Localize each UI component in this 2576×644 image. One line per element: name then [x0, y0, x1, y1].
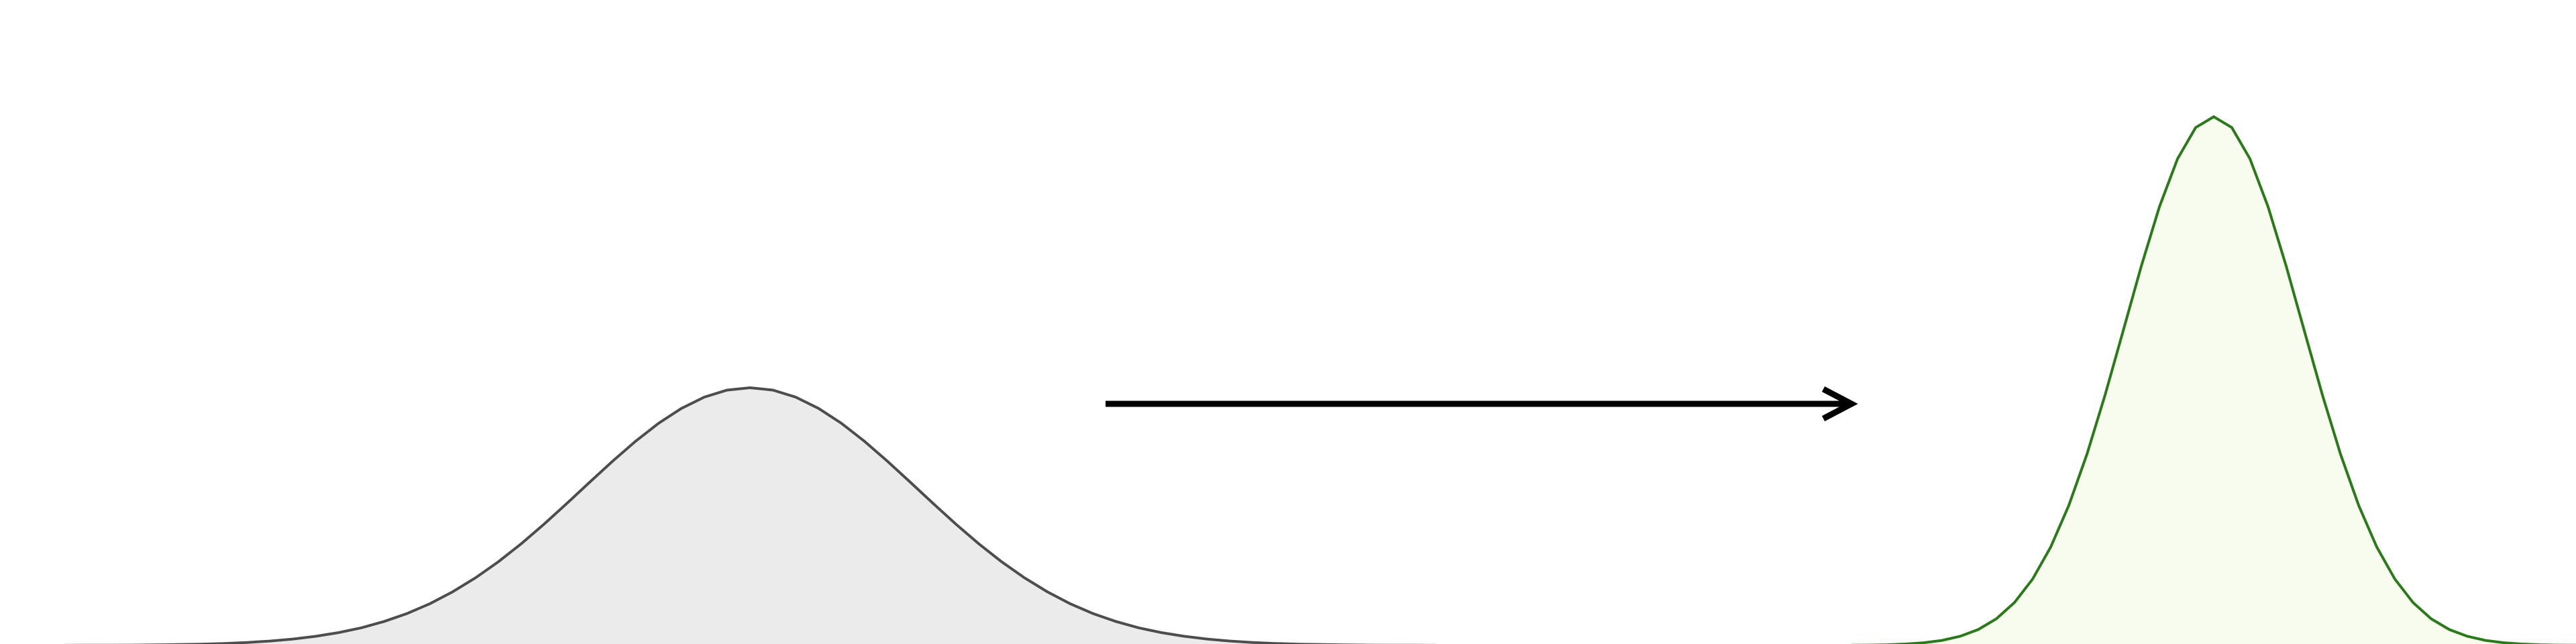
target-curve-fill — [1906, 117, 2522, 644]
target-curve-outline — [1851, 115, 2576, 644]
source-curve-outline — [64, 386, 1436, 644]
transform-arrow — [1106, 386, 1858, 421]
source-curve-fill — [206, 388, 1294, 644]
arrow-head — [1821, 386, 1858, 421]
target-distribution — [1851, 115, 2576, 644]
source-distribution — [64, 386, 1436, 644]
